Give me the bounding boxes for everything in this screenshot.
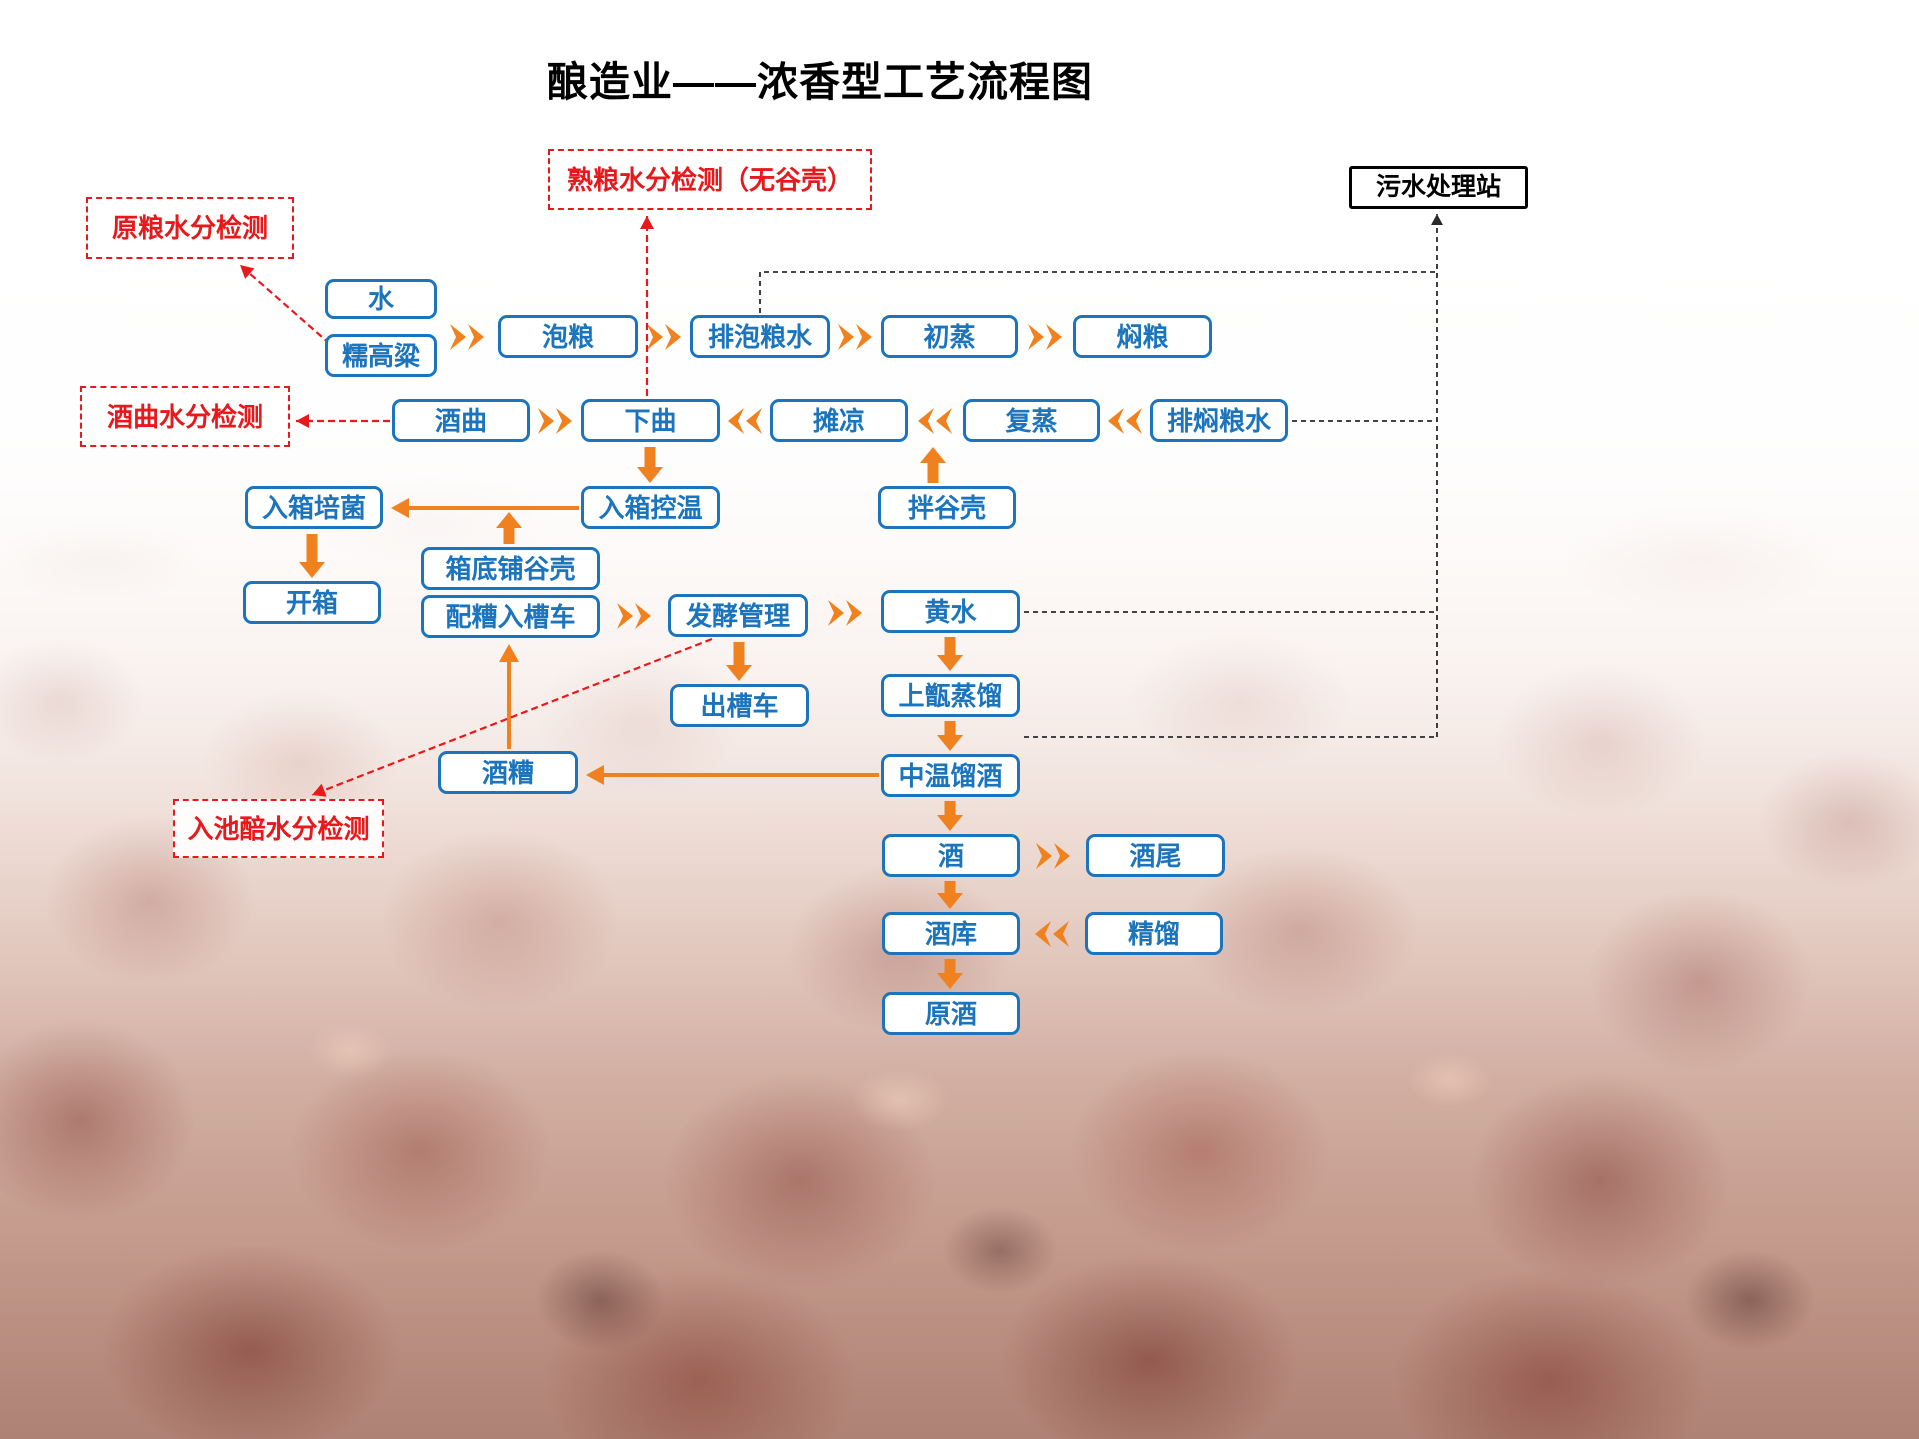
chevron-flow-arrow-icon xyxy=(838,324,854,350)
node-huangshui: 黄水 xyxy=(881,590,1020,633)
node-peizaorucaoche: 配糟入槽车 xyxy=(421,595,600,638)
node-nuogaoliang: 糯高粱 xyxy=(325,334,437,377)
chevron-flow-arrow-icon xyxy=(936,408,952,434)
block-flow-arrow-icon xyxy=(937,721,963,751)
chevron-flow-arrow-icon xyxy=(1108,408,1124,434)
node-shuliang-jiance: 熟粮水分检测（无谷壳） xyxy=(548,149,872,210)
chevron-flow-arrow-icon xyxy=(728,408,744,434)
node-jiu: 酒 xyxy=(882,834,1020,877)
block-flow-arrow-icon xyxy=(937,637,963,671)
chevron-flow-arrow-icon xyxy=(828,600,844,626)
flow-arrow-head-icon xyxy=(499,644,519,662)
node-wushui-chulizhan: 污水处理站 xyxy=(1349,166,1528,209)
chevron-flow-arrow-icon xyxy=(450,324,466,350)
block-flow-arrow-icon xyxy=(637,447,663,483)
chevron-flow-arrow-icon xyxy=(468,324,484,350)
chevron-flow-arrow-icon xyxy=(746,408,762,434)
node-chuzheng: 初蒸 xyxy=(881,315,1018,358)
node-jiuqu-jiance: 酒曲水分检测 xyxy=(80,386,290,447)
node-ruxiangpeijun: 入箱培菌 xyxy=(245,486,383,529)
inspection-dashed-line xyxy=(239,264,331,345)
node-paoliang: 泡粮 xyxy=(498,315,638,358)
block-flow-arrow-icon xyxy=(937,959,963,989)
node-paimenliangshui: 排焖粮水 xyxy=(1150,399,1288,442)
chevron-flow-arrow-icon xyxy=(1054,843,1070,869)
chevron-flow-arrow-icon xyxy=(918,408,934,434)
node-kaixiang: 开箱 xyxy=(243,581,381,624)
chevron-flow-arrow-icon xyxy=(1126,408,1142,434)
inspection-arrow-head-icon xyxy=(296,414,309,428)
block-flow-arrow-icon xyxy=(726,642,752,681)
chevron-flow-arrow-icon xyxy=(856,324,872,350)
node-yuanliang-jiance: 原粮水分检测 xyxy=(86,197,294,259)
chevron-flow-arrow-icon xyxy=(1053,921,1069,947)
chevron-flow-arrow-icon xyxy=(846,600,862,626)
block-flow-arrow-icon xyxy=(937,801,963,831)
inspection-arrow-head-icon xyxy=(312,783,327,797)
inspection-arrow-head-icon xyxy=(640,216,654,229)
flow-arrow-head-icon xyxy=(391,498,409,518)
inspection-arrow-head-icon xyxy=(240,265,255,279)
wastewater-dashed-line xyxy=(759,271,1437,313)
node-jiuwei: 酒尾 xyxy=(1086,834,1225,877)
chevron-flow-arrow-icon xyxy=(665,324,681,350)
inspection-dashed-line xyxy=(311,637,713,797)
chevron-flow-arrow-icon xyxy=(1035,921,1051,947)
node-shangzengzhengliu: 上甑蒸馏 xyxy=(881,674,1020,717)
node-menliang: 焖粮 xyxy=(1073,315,1212,358)
node-ruchipei-jiance: 入池醅水分检测 xyxy=(173,799,384,858)
chevron-flow-arrow-icon xyxy=(1028,324,1044,350)
block-flow-arrow-icon xyxy=(920,447,946,483)
node-fajiaoguanli: 发酵管理 xyxy=(668,594,808,637)
node-xiaqu: 下曲 xyxy=(581,399,720,442)
page-title: 酿造业——浓香型工艺流程图 xyxy=(547,59,1093,105)
node-zhongwenliujiu: 中温馏酒 xyxy=(881,754,1020,797)
chevron-flow-arrow-icon xyxy=(647,324,663,350)
block-flow-arrow-icon xyxy=(299,534,325,578)
node-yuanjiu: 原酒 xyxy=(882,992,1020,1035)
node-jiuku: 酒库 xyxy=(882,912,1020,955)
node-shui: 水 xyxy=(325,279,437,319)
chevron-flow-arrow-icon xyxy=(1046,324,1062,350)
node-jiuzao: 酒糟 xyxy=(438,751,578,794)
chevron-flow-arrow-icon xyxy=(635,603,651,629)
wastewater-arrow-head-icon xyxy=(1431,214,1443,225)
node-jingliu: 精馏 xyxy=(1085,912,1223,955)
block-flow-arrow-icon xyxy=(496,512,522,544)
chevron-flow-arrow-icon xyxy=(556,408,572,434)
block-flow-arrow-icon xyxy=(937,881,963,909)
node-jiuqu: 酒曲 xyxy=(392,399,530,442)
node-banguke: 拌谷壳 xyxy=(878,486,1016,529)
node-paipaoliangshui: 排泡粮水 xyxy=(690,315,830,358)
chevron-flow-arrow-icon xyxy=(617,603,633,629)
flow-arrow-head-icon xyxy=(586,765,604,785)
chevron-flow-arrow-icon xyxy=(538,408,554,434)
node-ruxiangkongwen: 入箱控温 xyxy=(581,486,720,529)
node-tanliang: 摊凉 xyxy=(770,399,908,442)
node-fuzheng: 复蒸 xyxy=(963,399,1100,442)
node-chucaoche: 出槽车 xyxy=(670,684,809,727)
chevron-flow-arrow-icon xyxy=(1036,843,1052,869)
node-xiangdipuguke: 箱底铺谷壳 xyxy=(421,547,600,590)
